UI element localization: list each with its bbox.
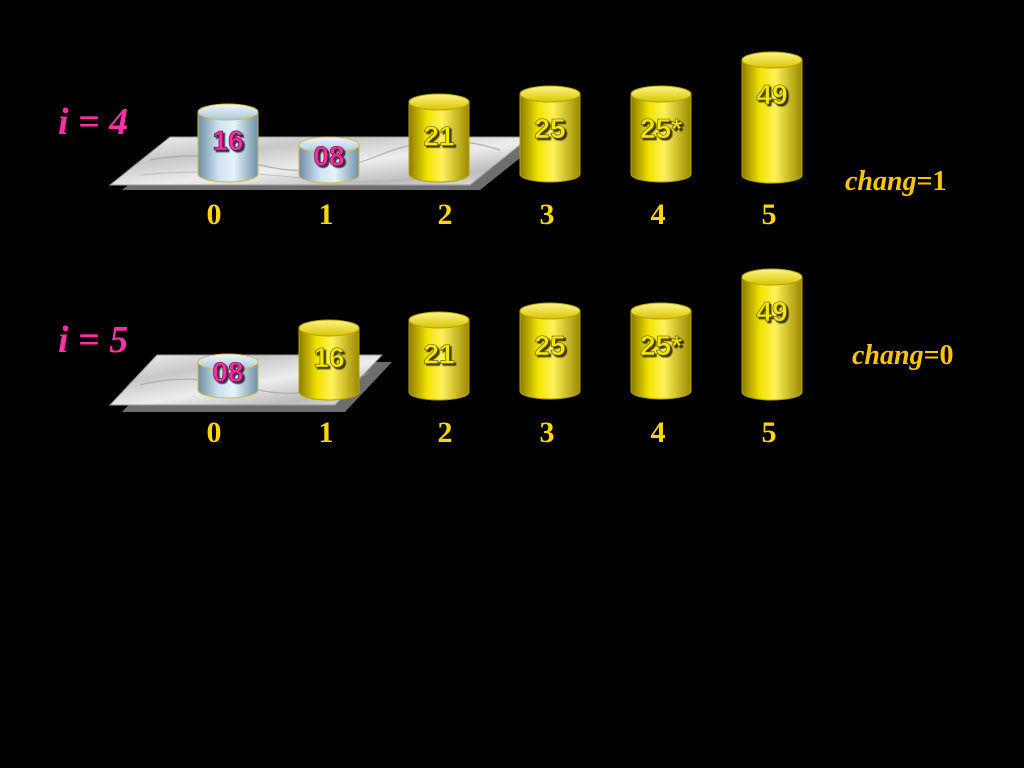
cylinder-value: 25* (640, 330, 682, 361)
pass-row-2: i = 5 08 16 21 25 25* 49 0 1 2 3 4 5 chang=0 (58, 268, 954, 449)
cylinder-1: 08 (298, 136, 360, 184)
chang-value: =1 (917, 166, 947, 197)
index-label-3: 3 (540, 416, 555, 449)
cylinder-1: 16 (298, 319, 360, 401)
cylinder-value: 25* (640, 113, 682, 144)
index-label-0: 0 (207, 198, 222, 231)
index-label-2: 2 (438, 198, 453, 231)
chang-value: =0 (924, 340, 954, 371)
index-label-5: 5 (762, 416, 777, 449)
index-label-2: 2 (438, 416, 453, 449)
cylinder-value: 25 (534, 330, 565, 361)
cylinder-value: 16 (313, 342, 344, 373)
index-label-3: 3 (540, 198, 555, 231)
cylinder-value: 08 (313, 141, 344, 172)
cylinder-5: 49 (741, 51, 803, 184)
index-label-1: 1 (319, 416, 334, 449)
cylinder-value: 08 (212, 356, 243, 387)
chang-word: chang (845, 166, 917, 197)
cylinder-0: 16 (197, 103, 259, 183)
cylinder-value: 49 (756, 79, 787, 110)
pass-row-1: i = 4 16 08 21 25 25* 49 0 1 2 3 4 5 chang=1 (58, 51, 947, 231)
index-label-0: 0 (207, 416, 222, 449)
pass-label: i = 4 (58, 101, 128, 143)
cylinder-0: 08 (197, 353, 259, 399)
cylinder-2: 21 (408, 93, 470, 183)
cylinder-3: 25 (519, 85, 581, 183)
cylinder-value: 49 (756, 296, 787, 327)
cylinder-2: 21 (408, 311, 470, 401)
cylinder-5: 49 (741, 268, 803, 401)
cylinder-value: 21 (423, 339, 454, 370)
cylinder-value: 16 (212, 125, 243, 156)
cylinder-value: 21 (423, 121, 454, 152)
cylinder-value: 25 (534, 113, 565, 144)
index-label-4: 4 (651, 416, 666, 449)
pass-label: i = 5 (58, 319, 128, 361)
chang-status: chang=0 (852, 340, 954, 371)
index-label-1: 1 (319, 198, 334, 231)
cylinder-3: 25 (519, 302, 581, 400)
chang-status: chang=1 (845, 166, 947, 197)
chang-word: chang (852, 340, 924, 371)
cylinder-4: 25* (630, 85, 692, 183)
index-label-4: 4 (651, 198, 666, 231)
cylinder-4: 25* (630, 302, 692, 400)
index-label-5: 5 (762, 198, 777, 231)
